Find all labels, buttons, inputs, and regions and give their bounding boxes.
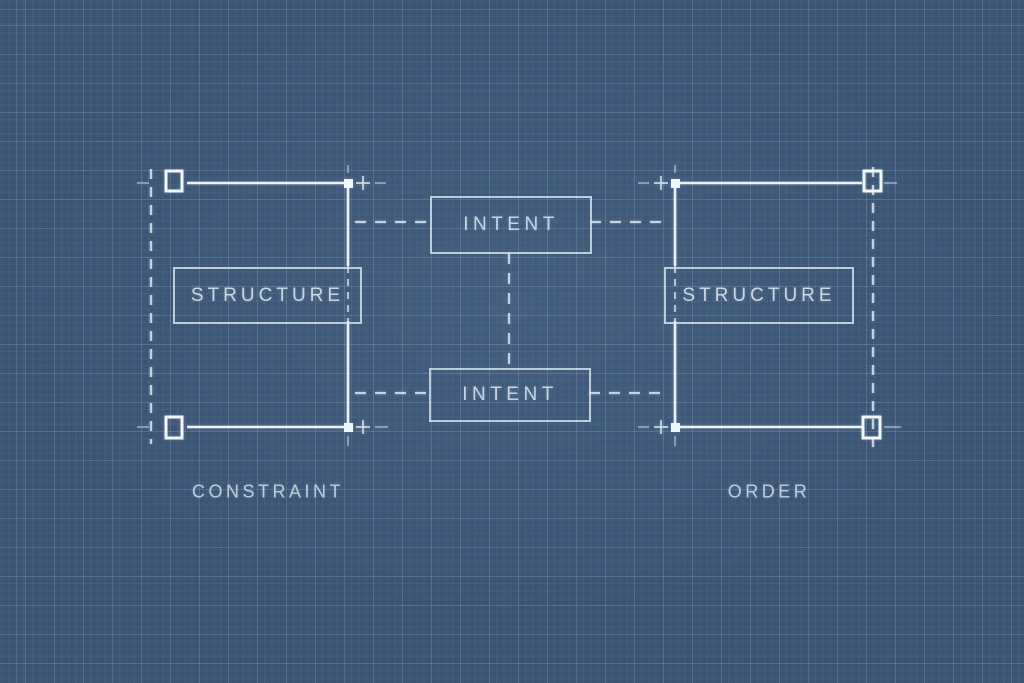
anchor-dot-icon bbox=[671, 423, 680, 432]
plus-mark-icon bbox=[356, 176, 370, 190]
right-frame-linework bbox=[638, 165, 901, 448]
intent-box-top: INTENT bbox=[430, 196, 592, 254]
corner-handle-icon bbox=[862, 169, 883, 193]
structure-right-label: STRUCTURE bbox=[682, 284, 836, 306]
order-label: ORDER bbox=[727, 481, 811, 502]
right-frame-extension-ticks bbox=[638, 165, 901, 446]
structure-left-label: STRUCTURE bbox=[190, 284, 345, 306]
corner-handle-icon bbox=[164, 169, 184, 193]
plus-mark-icon bbox=[654, 420, 668, 434]
bottom-band-linework bbox=[125, 466, 905, 515]
corner-handle-icon bbox=[861, 415, 882, 440]
plus-mark-icon bbox=[654, 176, 668, 190]
left-frame-extension-ticks bbox=[137, 165, 388, 446]
intent-top-label: INTENT bbox=[463, 214, 559, 235]
left-frame-linework bbox=[137, 165, 388, 446]
structure-box-left: STRUCTURE bbox=[173, 267, 362, 324]
anchor-dot-icon bbox=[344, 423, 353, 432]
anchor-dot-icon bbox=[671, 179, 680, 188]
connector-lines bbox=[355, 220, 667, 395]
corner-handle-icon bbox=[164, 415, 184, 440]
constraint-label: CONSTRAINT bbox=[192, 481, 344, 502]
anchor-dot-icon bbox=[344, 179, 353, 188]
intent-bottom-label: INTENT bbox=[462, 384, 558, 405]
plus-mark-icon bbox=[356, 420, 370, 434]
structure-box-right: STRUCTURE bbox=[664, 267, 854, 324]
intent-box-bottom: INTENT bbox=[429, 368, 591, 422]
